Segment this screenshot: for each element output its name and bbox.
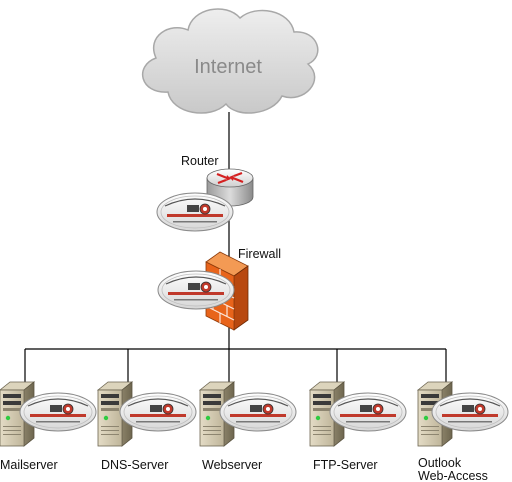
server-label: Mailserver xyxy=(0,458,58,472)
router-label: Router xyxy=(181,154,219,168)
server-outlook-web-access: Outlook Web-Access xyxy=(417,381,509,482)
server-badge xyxy=(329,392,407,432)
server-badge xyxy=(19,392,97,432)
server-dns-server: DNS-Server xyxy=(97,381,197,472)
router: Router xyxy=(156,154,254,232)
server-badge xyxy=(431,392,509,432)
firewall: Firewall xyxy=(157,247,281,331)
server-label: Webserver xyxy=(202,458,262,472)
router-badge xyxy=(156,192,234,232)
server-label: FTP-Server xyxy=(313,458,378,472)
server-label-line2: Web-Access xyxy=(418,469,488,482)
connection-lines xyxy=(24,112,447,385)
internet-cloud: Internet xyxy=(141,8,319,114)
server-label: DNS-Server xyxy=(101,458,168,472)
server-badge xyxy=(119,392,197,432)
cloud-label: Internet xyxy=(194,56,262,78)
server-badge xyxy=(219,392,297,432)
firewall-badge xyxy=(157,270,235,310)
cloud-icon xyxy=(141,8,319,114)
server-label-line1: Outlook xyxy=(418,456,462,470)
server-ftp-server: FTP-Server xyxy=(309,381,407,472)
server-mailserver: Mailserver xyxy=(0,381,97,472)
server-webserver: Webserver xyxy=(199,381,297,472)
firewall-label: Firewall xyxy=(238,247,281,261)
